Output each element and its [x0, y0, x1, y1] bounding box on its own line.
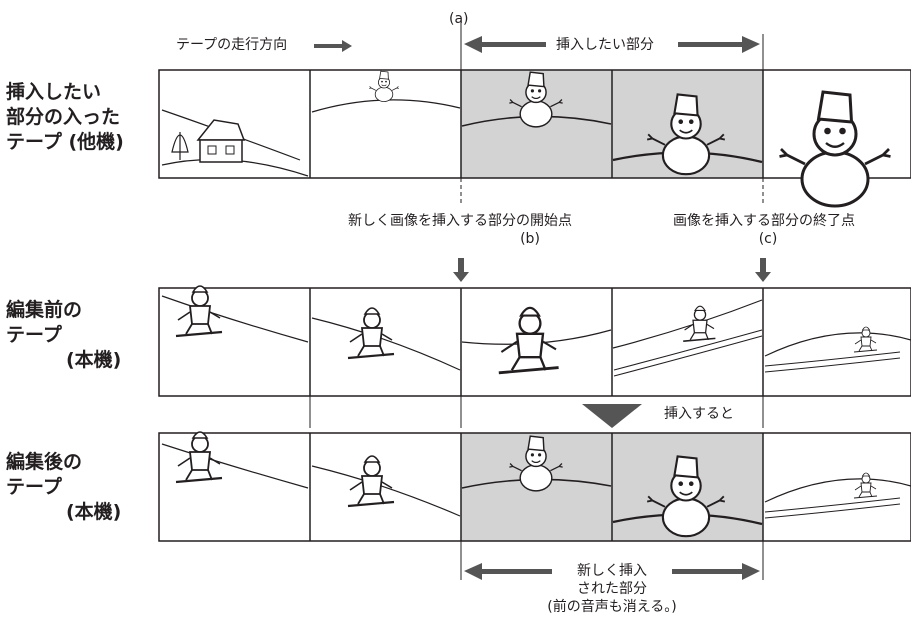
after-edit-tape-label: 編集後の テープ (本機)	[6, 451, 122, 523]
direction-arrow	[314, 40, 352, 52]
end-point-label: 画像を挿入する部分の終了点 (c)	[673, 213, 855, 247]
insert-span-arrow	[464, 36, 760, 53]
inserted-span-arrow	[464, 563, 760, 580]
after-insert-label: 挿入すると	[664, 406, 734, 422]
before-edit-tape-label: 編集前の テープ (本機)	[6, 299, 122, 371]
house-frame	[161, 109, 309, 177]
point-a-label: (a)	[449, 11, 469, 27]
snowman-small	[368, 70, 400, 102]
source-tape-label: 挿入したい 部分の入った テープ (他機)	[6, 81, 124, 153]
inserted-part-label: 新しく挿入 された部分 (前の音声も消える。)	[547, 563, 677, 615]
after-edit-tape	[158, 430, 911, 542]
end-point-arrow	[755, 258, 771, 282]
source-tape	[158, 69, 911, 208]
insert-result-arrow	[582, 404, 642, 428]
tape-direction-label: テープの走行方向	[176, 37, 288, 53]
before-edit-tape	[158, 284, 911, 397]
start-point-label: 新しく画像を挿入する部分の開始点 (b)	[348, 213, 572, 247]
insert-span-label: 挿入したい部分	[556, 37, 654, 53]
snowman-closeup	[778, 90, 892, 208]
start-point-arrow	[453, 258, 469, 282]
